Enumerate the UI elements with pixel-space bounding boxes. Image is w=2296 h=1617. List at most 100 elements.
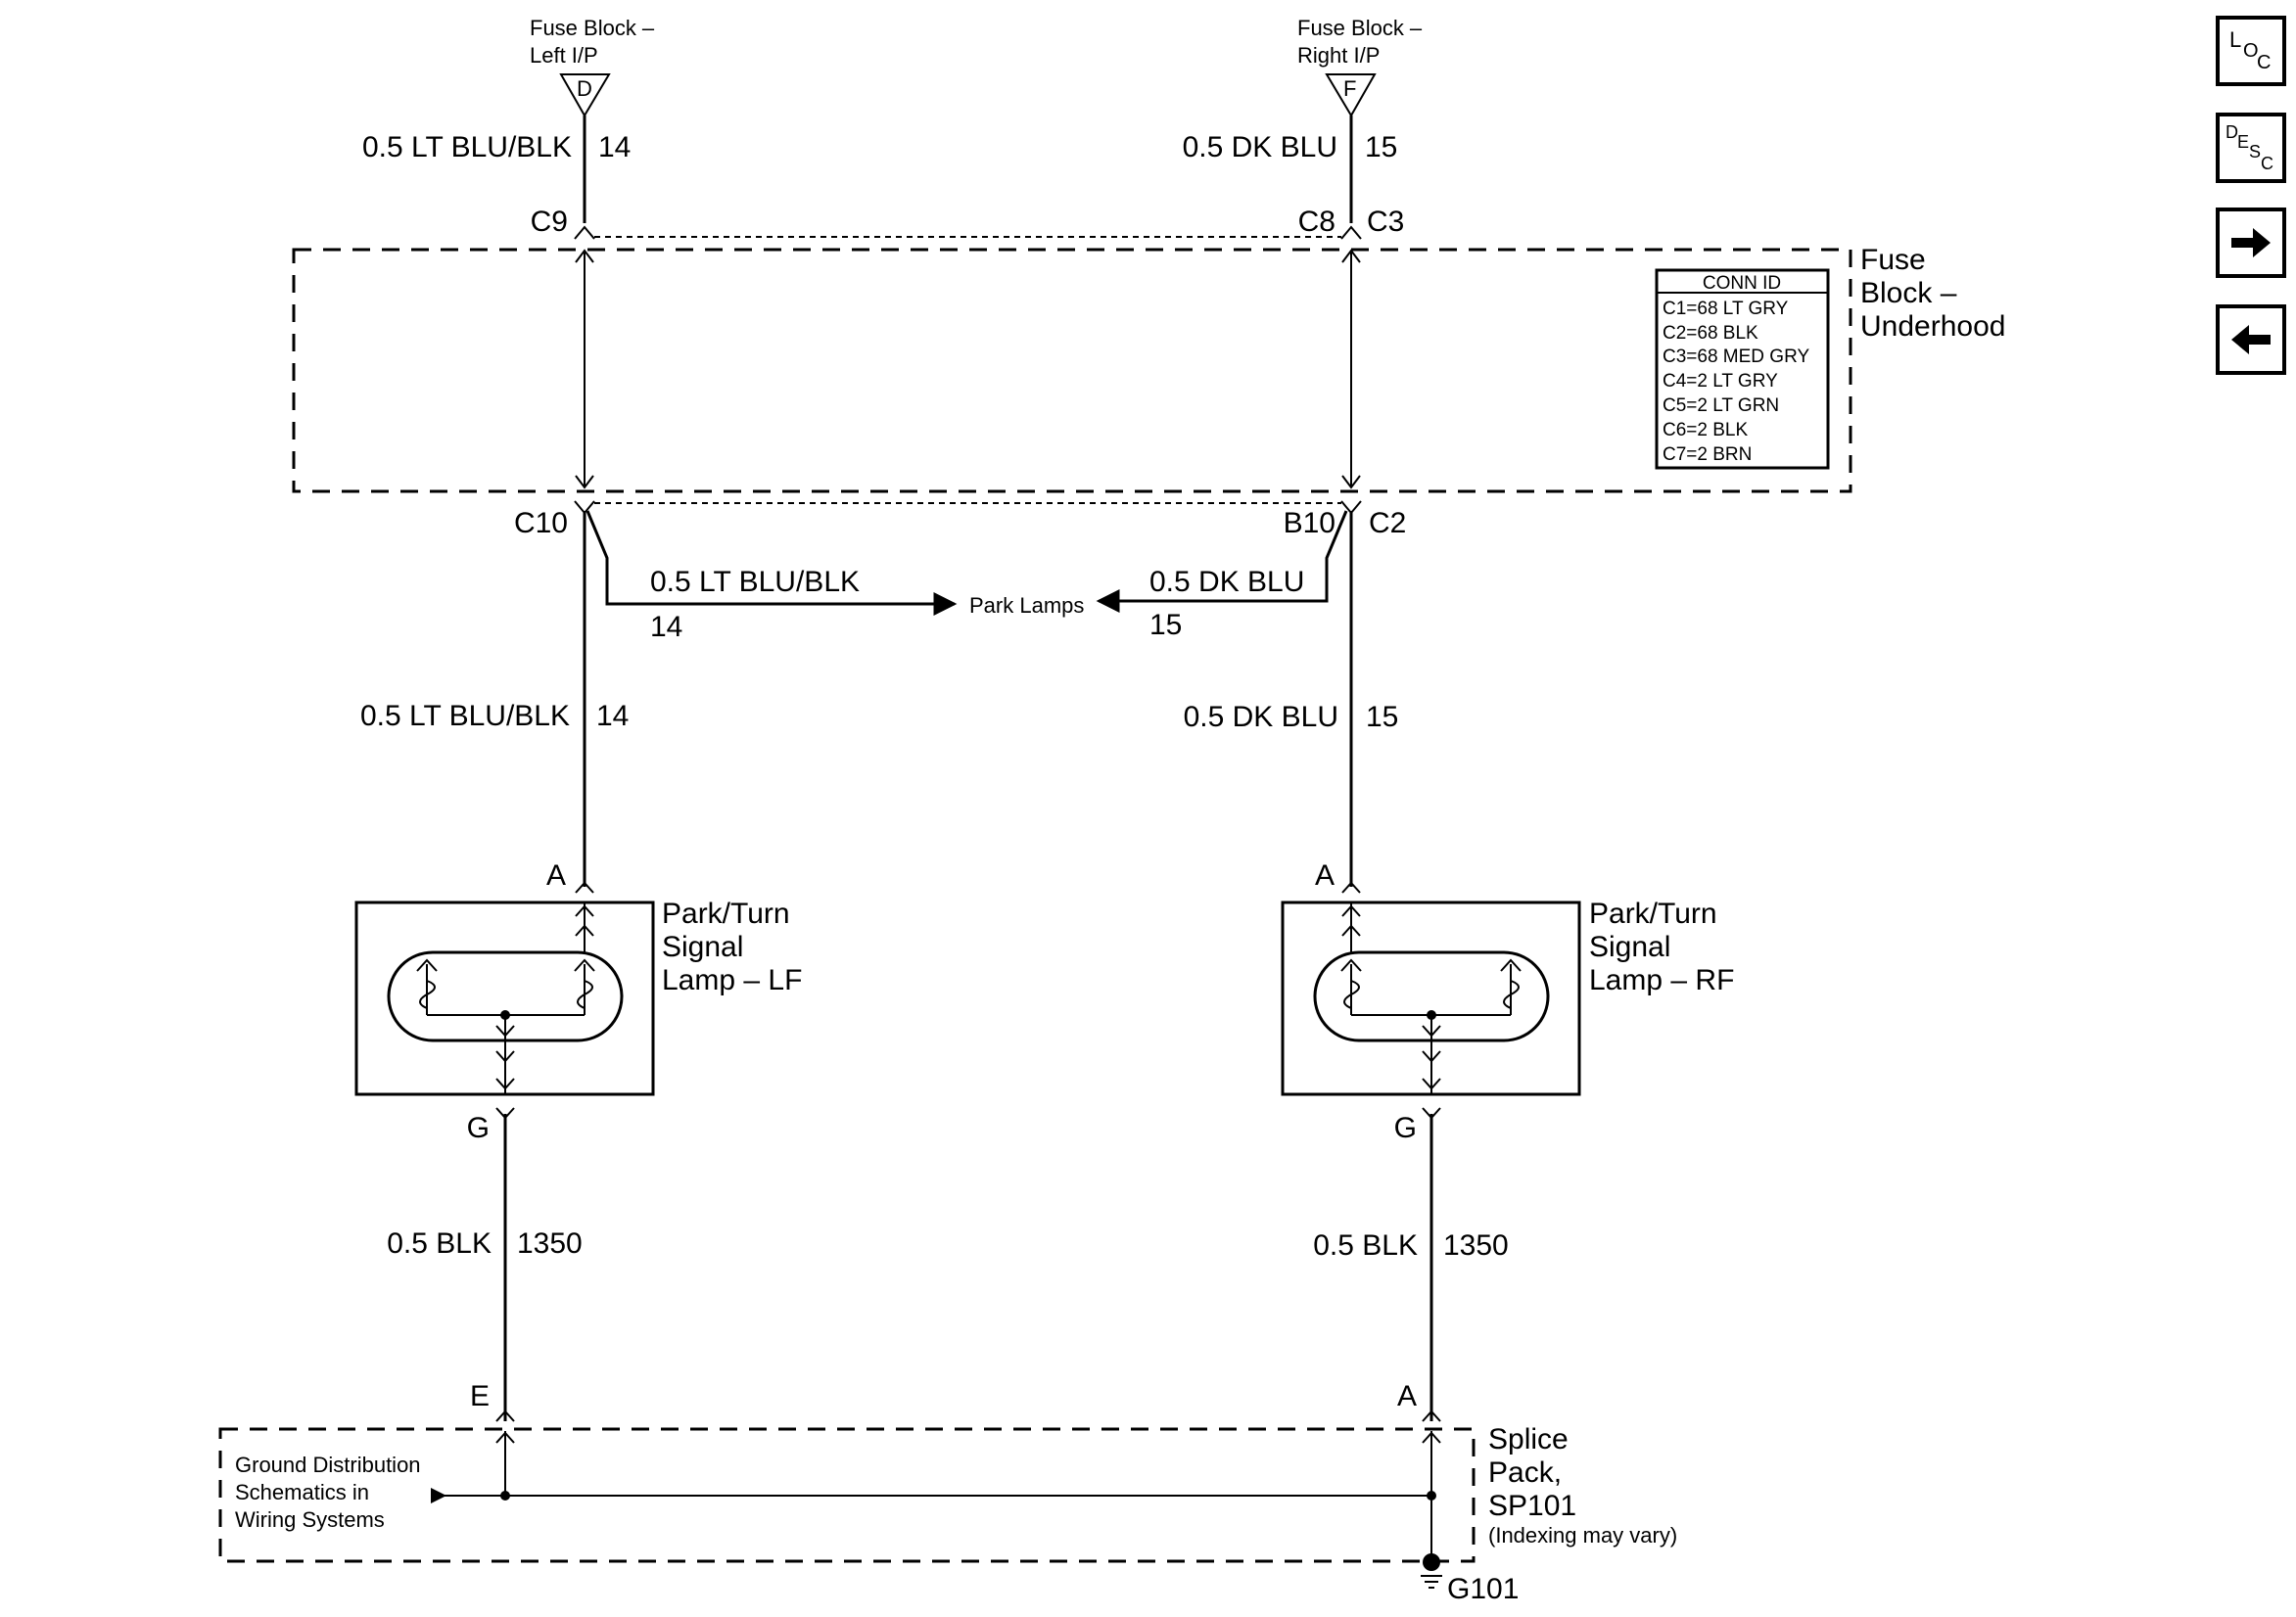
filament-coil-icon — [1343, 980, 1360, 1009]
splice-label-3: SP101 — [1488, 1490, 1576, 1522]
wire-branch-left-circuit: 14 — [650, 611, 682, 643]
ground-reference-line2: Schematics in — [235, 1480, 369, 1504]
desc-icon: D E S C — [2226, 122, 2273, 173]
ground-point-icon — [1423, 1553, 1440, 1571]
park-lamps-reference: Park Lamps — [969, 593, 1084, 618]
arrow-up-icon — [495, 1431, 515, 1444]
ground-label: G101 — [1447, 1573, 1519, 1605]
arrow-up-icon — [575, 249, 594, 263]
splice-pack-outline — [218, 1427, 1476, 1563]
arrow-up-icon — [575, 924, 594, 937]
connector-splice-a: A — [1397, 1380, 1417, 1412]
wire-ground-left-circuit: 1350 — [517, 1227, 583, 1260]
splice-dot-icon — [500, 1491, 510, 1501]
wire-mid-right-circuit: 15 — [1366, 701, 1398, 733]
lamp-left-front: A Park/Turn Signal Lamp – LF — [354, 859, 802, 1096]
wire-branch-left — [586, 510, 958, 616]
conn-id-row: C1=68 LT GRY — [1663, 299, 1789, 319]
fuse-pin-triangle-icon — [559, 73, 611, 117]
source-right-pin: F — [1343, 76, 1356, 101]
arrow-up-icon — [1341, 904, 1361, 917]
fuse-block-label-1: Fuse — [1860, 244, 1926, 276]
arrow-up-icon — [1341, 249, 1361, 263]
wire-ground-right-circuit: 1350 — [1443, 1229, 1509, 1262]
lamp-right-front: A Park/Turn Signal Lamp – RF — [1281, 859, 1734, 1096]
source-fuse-block-left-ip: Fuse Block – Left I/P D — [530, 16, 655, 117]
source-right-line1: Fuse Block – — [1297, 16, 1423, 40]
lamp-right-label-3: Lamp – RF — [1589, 964, 1734, 996]
splice-label-1: Splice — [1488, 1423, 1569, 1455]
desc-letter: S — [2249, 142, 2261, 162]
wire-top-left-circuit: 14 — [598, 131, 631, 163]
ground-g101: G101 — [1421, 1553, 1519, 1605]
fuse-block-label-3: Underhood — [1860, 310, 2005, 343]
splice-pack-sp101: E A Ground Distribution Schematics in Wi… — [218, 1380, 1677, 1563]
arrow-down-icon — [1422, 1025, 1441, 1038]
connector-b10: B10 — [1284, 507, 1335, 539]
wire-mid-left-circuit: 14 — [596, 700, 629, 732]
conn-id-row: C7=2 BRN — [1663, 444, 1752, 465]
arrow-left-icon — [2231, 325, 2271, 354]
loc-letter: L — [2229, 27, 2241, 52]
filament-coil-icon — [577, 980, 593, 1009]
arrow-right-icon — [431, 1488, 446, 1503]
arrow-right-icon — [2231, 228, 2271, 257]
conn-id-title: CONN ID — [1703, 273, 1781, 294]
wire-branch-right-circuit: 15 — [1149, 609, 1182, 641]
wire-ground-right-color: 0.5 BLK — [1313, 1229, 1418, 1262]
connector-chevron-icon — [575, 881, 594, 894]
lamp-left-label-2: Signal — [662, 931, 743, 963]
fuse-block-outline — [292, 248, 1852, 493]
conn-id-row: C5=2 LT GRN — [1663, 395, 1779, 416]
connector-c2: C2 — [1369, 507, 1406, 539]
arrow-down-icon — [495, 1025, 515, 1038]
wire-top-right-color: 0.5 DK BLU — [1183, 131, 1337, 163]
lamp-right-label-2: Signal — [1589, 931, 1670, 963]
connector-c10: C10 — [514, 507, 568, 539]
connector-chevron-icon — [1341, 881, 1361, 894]
arrow-down-icon — [495, 1078, 515, 1090]
wire-top-left-color: 0.5 LT BLU/BLK — [362, 131, 572, 163]
loc-button[interactable]: L O C — [2216, 16, 2286, 86]
connector-lamp-left-a: A — [546, 859, 566, 892]
splice-note: (Indexing may vary) — [1488, 1523, 1677, 1548]
loc-icon: L O C — [2229, 27, 2271, 73]
source-right-line2: Right I/P — [1297, 43, 1380, 68]
ground-reference-line3: Wiring Systems — [235, 1507, 385, 1532]
previous-button[interactable] — [2216, 304, 2286, 375]
filament-icon — [1340, 958, 1362, 1015]
arrow-up-icon — [1422, 1431, 1441, 1444]
wire-ground-left-color: 0.5 BLK — [387, 1227, 492, 1260]
source-fuse-block-right-ip: Fuse Block – Right I/P F — [1297, 16, 1423, 117]
desc-button[interactable]: D E S C — [2216, 113, 2286, 183]
splice-dot-icon — [1427, 1491, 1436, 1501]
arrow-down-icon — [1341, 475, 1361, 489]
ground-reference-line1: Ground Distribution — [235, 1453, 421, 1477]
filament-icon — [416, 958, 438, 1015]
connector-chevron-icon — [495, 1409, 515, 1422]
source-left-pin: D — [577, 76, 592, 101]
connector-chevron-icon — [1340, 225, 1362, 240]
connector-lamp-right-a: A — [1315, 859, 1335, 892]
wire-branch-right — [1096, 510, 1348, 613]
arrow-down-icon — [575, 475, 594, 489]
arrow-down-icon — [495, 1050, 515, 1063]
conn-id-table: CONN ID C1=68 LT GRY C2=68 BLK C3=68 MED… — [1655, 268, 1830, 470]
fuse-pin-triangle-icon — [1325, 73, 1377, 117]
fuse-block-label-2: Block – — [1860, 277, 1957, 309]
loc-letter: C — [2257, 52, 2271, 73]
desc-letter: C — [2261, 154, 2273, 173]
source-left-line1: Fuse Block – — [530, 16, 655, 40]
wire-mid-right-color: 0.5 DK BLU — [1184, 701, 1338, 733]
lamp-left-label-3: Lamp – LF — [662, 964, 802, 996]
next-button[interactable] — [2216, 208, 2286, 278]
wire-mid-left-color: 0.5 LT BLU/BLK — [360, 700, 570, 732]
arrow-down-icon — [1422, 1050, 1441, 1063]
connector-c3: C3 — [1367, 206, 1404, 238]
conn-id-row: C3=68 MED GRY — [1663, 346, 1809, 367]
conn-id-row: C2=68 BLK — [1663, 323, 1758, 344]
conn-id-row: C4=2 LT GRY — [1663, 371, 1778, 392]
connector-c9: C9 — [531, 206, 568, 238]
wire-branch-right-color: 0.5 DK BLU — [1149, 566, 1304, 598]
